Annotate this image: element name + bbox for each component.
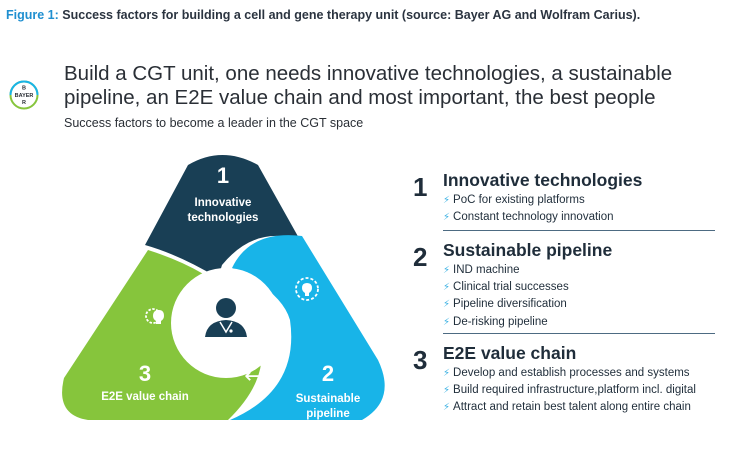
- logo-letter-top: B: [22, 86, 26, 92]
- list-item: ⚡Clinical trial successes: [443, 281, 569, 294]
- factor-3-list: ⚡Develop and establish processes and sys…: [443, 365, 696, 417]
- bullet-icon: ⚡: [443, 282, 451, 294]
- figure-label: Figure 1:: [6, 8, 59, 22]
- segment-2-label-line1: Sustainable: [296, 393, 361, 405]
- list-item: ⚡PoC for existing platforms: [443, 194, 585, 206]
- list-item: ⚡Constant technology innovation: [443, 211, 614, 224]
- gear-lightbulb-icon: [145, 308, 164, 324]
- factor-1-list: ⚡PoC for existing platforms ⚡Constant te…: [443, 192, 614, 226]
- subheadline: Success factors to become a leader in th…: [64, 116, 364, 130]
- list-item: ⚡De-risking pipeline: [443, 315, 548, 328]
- list-item: ⚡IND machine: [443, 264, 520, 276]
- logo-word: BAYER: [15, 93, 34, 99]
- bullet-icon: ⚡: [443, 299, 451, 311]
- bayer-logo-icon: B BAYER R: [9, 80, 39, 110]
- segment-3-number: 3: [139, 361, 151, 386]
- segment-3-label-line1: E2E value chain: [101, 391, 189, 403]
- figure-caption-text: Success factors for building a cell and …: [58, 8, 641, 22]
- factor-1-title: Innovative technologies: [443, 170, 643, 190]
- bullet-icon: ⚡: [443, 195, 451, 206]
- headline: Build a CGT unit, one needs innovative t…: [64, 62, 673, 109]
- list-item: ⚡Build required infrastructure,platform …: [443, 384, 696, 397]
- segment-1-label-line2: technologies: [188, 212, 259, 224]
- factor-3-number: 3: [413, 345, 428, 375]
- factor-3-title: E2E value chain: [443, 343, 577, 363]
- segment-2-label-line2: pipeline: [306, 408, 349, 420]
- factor-2-number: 2: [413, 242, 428, 272]
- double-arrow-icon: ⟷: [244, 364, 276, 389]
- segment-2-number: 2: [322, 361, 334, 386]
- lightbulb-gear-icon: [295, 277, 319, 301]
- bullet-icon: ⚡: [443, 212, 451, 224]
- figure-caption: Figure 1: Success factors for building a…: [6, 8, 640, 22]
- bullet-icon: ⚡: [443, 368, 451, 379]
- bullet-icon: ⚡: [443, 402, 451, 414]
- factor-2-list: ⚡IND machine ⚡Clinical trial successes ⚡…: [443, 262, 569, 331]
- factor-2-title: Sustainable pipeline: [443, 240, 613, 260]
- segment-innovative-technologies: [145, 155, 300, 278]
- list-item: ⚡Develop and establish processes and sys…: [443, 367, 690, 379]
- segment-sustainable-pipeline: [230, 235, 385, 420]
- segment-1-number: 1: [217, 163, 229, 188]
- logo-letter-bottom: R: [22, 100, 26, 106]
- segment-1-label-line1: Innovative: [195, 197, 252, 209]
- divider: [443, 333, 715, 334]
- bullet-icon: ⚡: [443, 385, 451, 397]
- bullet-icon: ⚡: [443, 316, 451, 328]
- factor-1-number: 1: [413, 172, 428, 202]
- list-item: ⚡Attract and retain best talent along en…: [443, 401, 691, 414]
- bullet-icon: ⚡: [443, 265, 451, 276]
- doctor-icon: [205, 298, 247, 337]
- divider: [443, 230, 715, 231]
- list-item: ⚡Pipeline diversification: [443, 298, 567, 311]
